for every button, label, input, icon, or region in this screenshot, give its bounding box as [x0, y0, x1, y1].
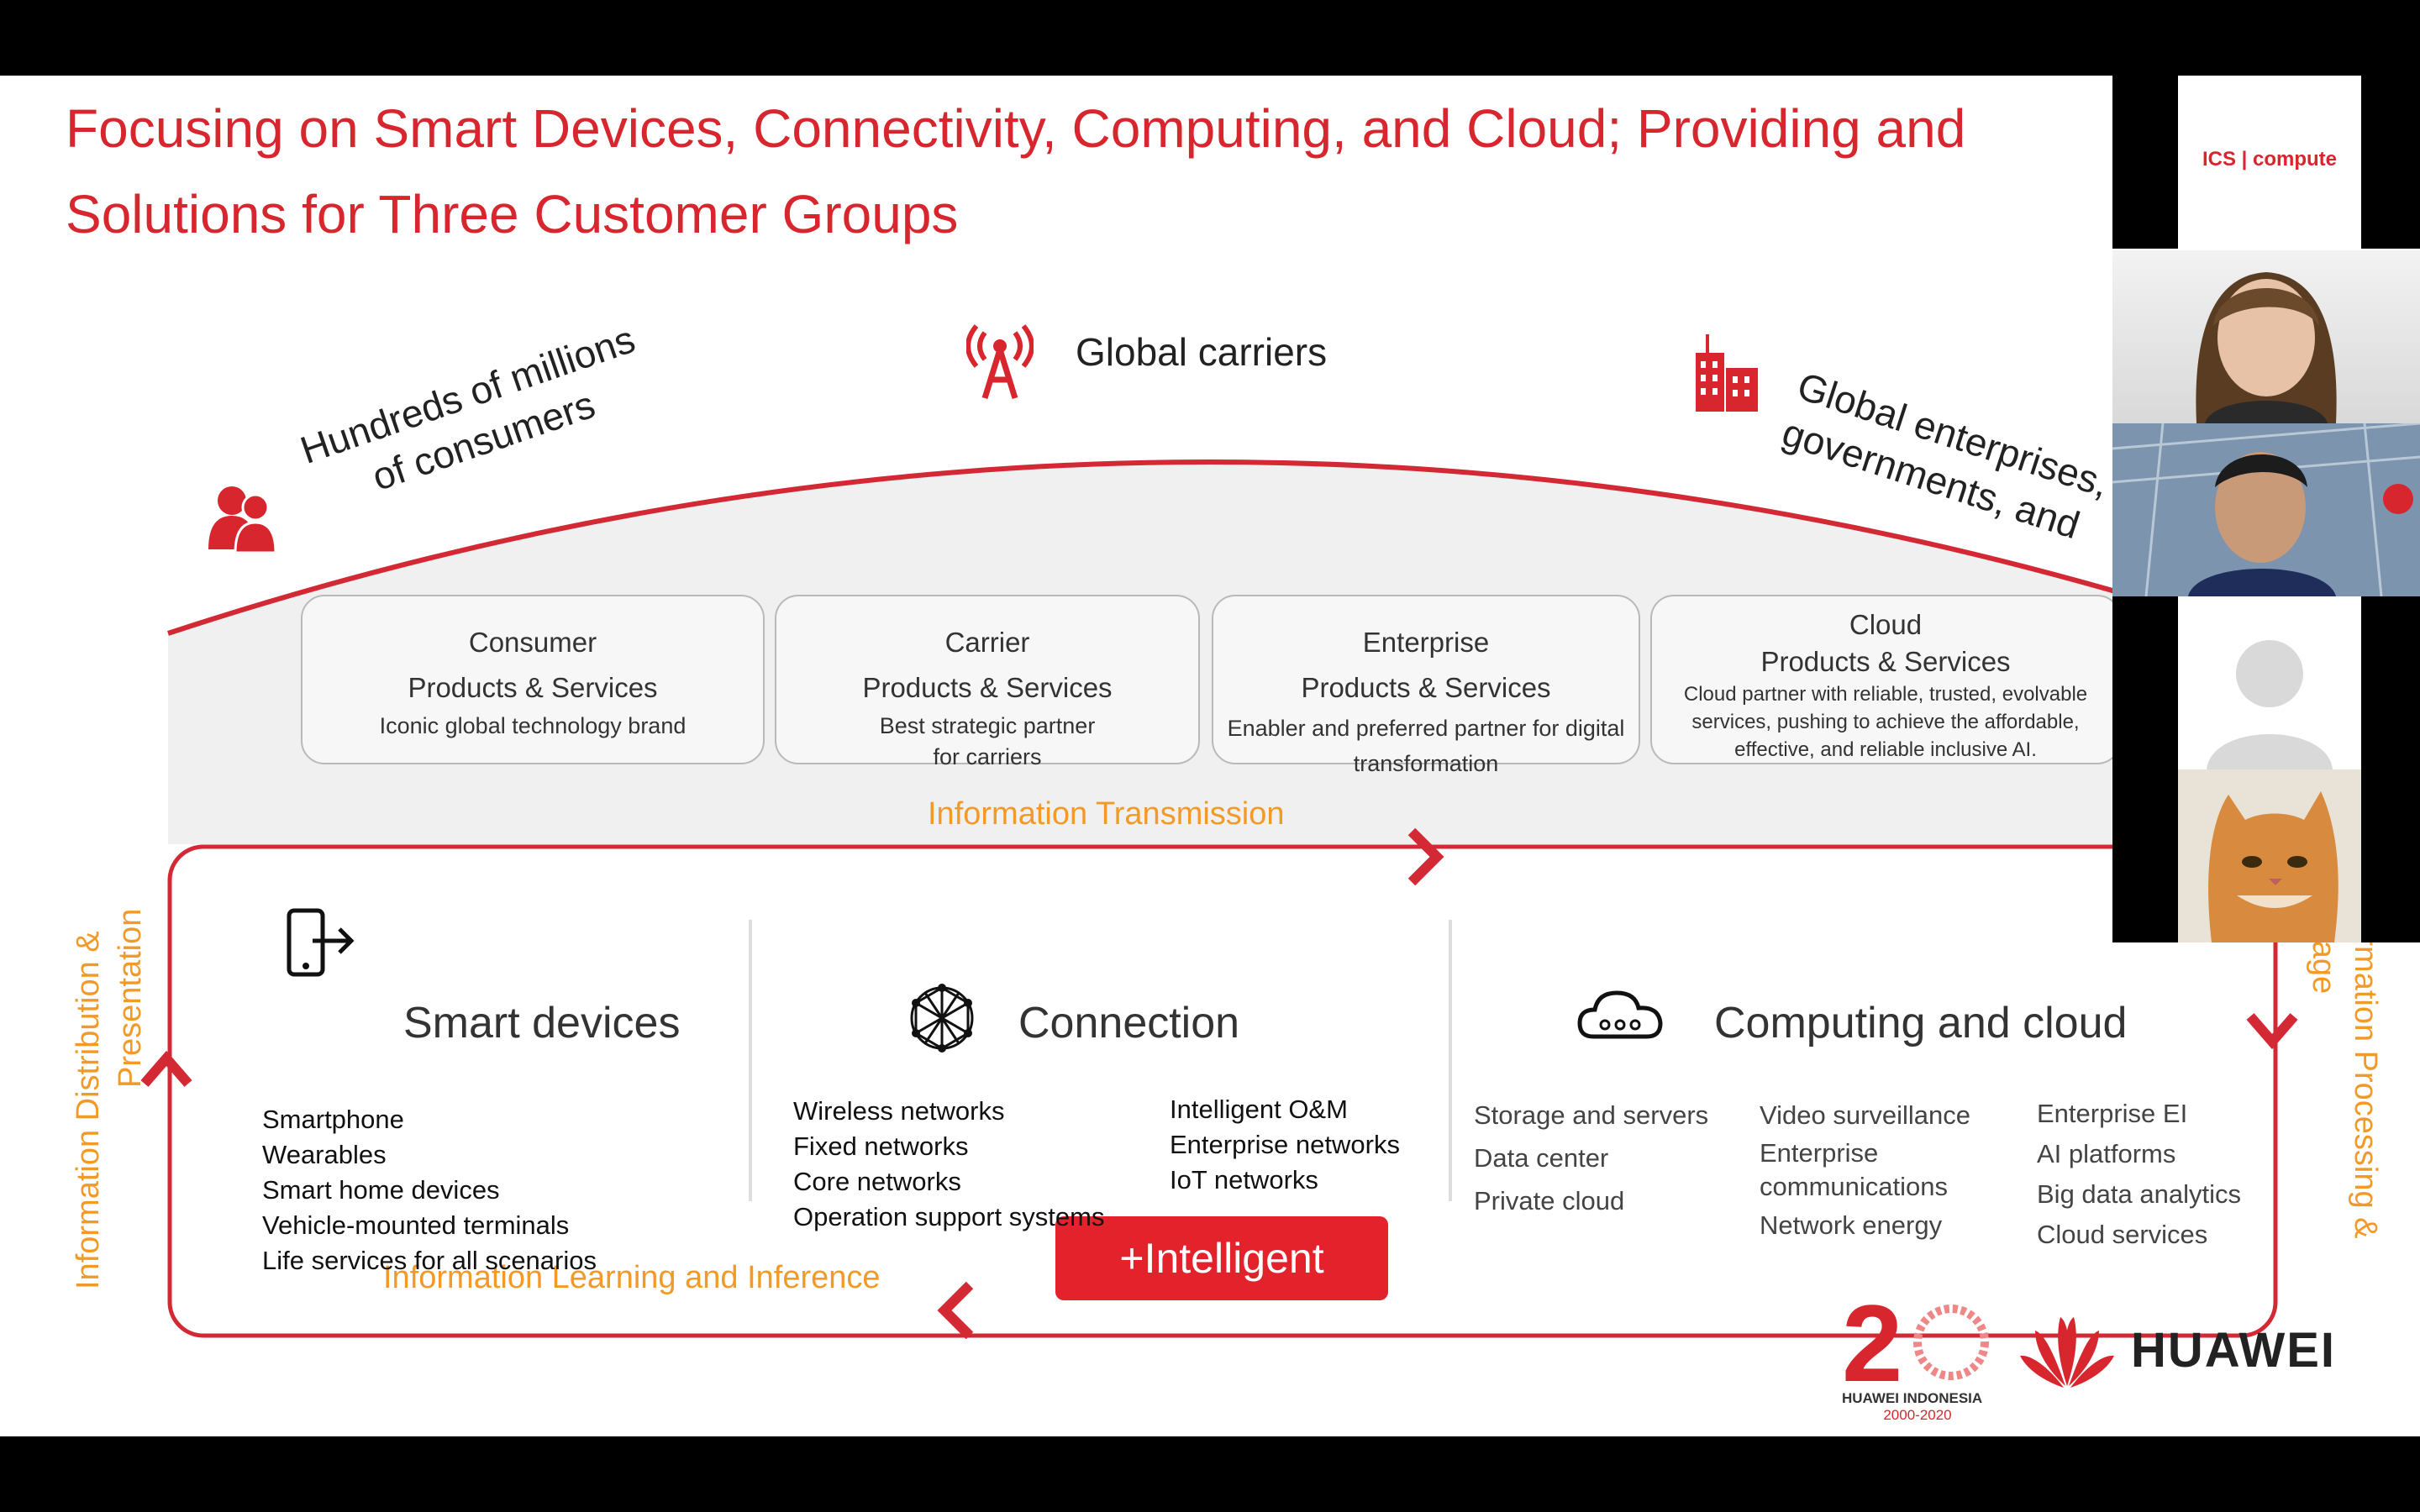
huawei-petal-logo-icon — [2020, 1317, 2114, 1388]
computing-list-col2: Video surveillance Enterprise communicat… — [1760, 1094, 2003, 1247]
list-item: Big data analytics — [2037, 1179, 2241, 1209]
card-title: Enterprise — [1362, 627, 1490, 658]
participant-video — [2196, 272, 2337, 423]
label-information-distribution: Information Distribution & Presentation — [67, 909, 151, 1289]
list-item: Smartphone — [262, 1105, 404, 1134]
list-item: Network energy — [1760, 1210, 1943, 1240]
list-item: Enterprise networks — [1170, 1130, 1400, 1159]
anniversary-logo: 2 HUAWEI INDONESIA 2000-2020 — [1842, 1282, 1998, 1423]
audience-carriers: Global carriers — [1076, 330, 1328, 374]
ics-logo-card: ICS | compute — [2178, 76, 2361, 249]
arrow-down-icon — [2246, 1013, 2298, 1050]
card-cloud: Cloud Products & Services Cloud partner … — [1650, 595, 2121, 764]
list-item: Storage and servers — [1474, 1100, 1709, 1130]
list-item: Wireless networks — [793, 1096, 1005, 1126]
list-item: Smart home devices — [262, 1175, 500, 1205]
card-subtitle: Products & Services — [1760, 646, 2011, 677]
participant-tile-man[interactable] — [2112, 423, 2420, 596]
huawei-brand-text: HUAWEI — [2131, 1323, 2336, 1378]
distribution-line1: Information Distribution & — [71, 931, 106, 1289]
arrow-left-icon — [937, 1281, 974, 1340]
card-subtitle: Products & Services — [1301, 672, 1551, 703]
label-information-learning: Information Learning and Inference — [383, 1260, 881, 1295]
connection-list-col2: Intelligent O&M Enterprise networks IoT … — [1170, 1092, 1400, 1198]
participant-tile-cat[interactable] — [2112, 769, 2420, 942]
card-enterprise: Enterprise Products & Services Enabler a… — [1212, 595, 1640, 776]
card-title: Cloud — [1849, 609, 1923, 640]
list-item: IoT networks — [1170, 1165, 1318, 1194]
list-item: Operation support systems — [793, 1202, 1105, 1231]
anniversary-years: 2000-2020 — [1883, 1407, 1952, 1423]
section-computing-title: Computing and cloud — [1714, 999, 2128, 1047]
list-item: Fixed networks — [793, 1131, 969, 1161]
avatar-card — [2178, 596, 2361, 769]
smartphone-icon — [287, 908, 355, 977]
tower-icon — [966, 324, 1034, 400]
anniversary-text: HUAWEI INDONESIA — [1842, 1390, 1983, 1406]
card-subtitle: Products & Services — [862, 672, 1113, 703]
card-description: Enabler and preferred partner for digita… — [1227, 716, 1625, 776]
section-smart-devices-title: Smart devices — [403, 999, 681, 1047]
network-globe-icon — [910, 984, 974, 1053]
arrow-right-icon — [1407, 827, 1444, 886]
list-item: AI platforms — [2037, 1139, 2176, 1168]
svg-text:2: 2 — [1842, 1294, 1902, 1386]
card-subtitle: Products & Services — [408, 672, 658, 703]
smart-devices-list: Smartphone Wearables Smart home devices … — [262, 1102, 597, 1278]
distribution-line2: Presentation — [113, 908, 148, 1088]
list-item: Video surveillance — [1760, 1100, 1971, 1130]
card-description: Best strategic partner for carriers — [879, 713, 1096, 769]
anniversary-20-icon: 2 — [1842, 1282, 1989, 1404]
participant-video — [2112, 423, 2420, 596]
card-consumer: Consumer Products & Services Iconic glob… — [301, 595, 765, 764]
list-item: Cloud services — [2037, 1220, 2208, 1249]
presentation-slide: Focusing on Smart Devices, Connectivity,… — [0, 76, 2420, 1436]
card-title: Consumer — [468, 627, 597, 658]
list-item: Enterprise EI — [2037, 1099, 2188, 1128]
cloud-icon — [1577, 990, 1663, 1039]
card-title: Carrier — [944, 627, 1030, 658]
list-item: Core networks — [793, 1167, 961, 1196]
list-item: Intelligent O&M — [1170, 1095, 1348, 1124]
card-description: Iconic global technology brand — [379, 713, 687, 738]
section-connection-title: Connection — [1018, 999, 1240, 1047]
ics-compute-logo: ICS | compute — [2202, 148, 2338, 171]
computing-list-col3: Enterprise EI AI platforms Big data anal… — [2037, 1094, 2241, 1255]
list-item: Wearables — [262, 1140, 387, 1169]
cat-photo — [2208, 791, 2338, 942]
list-item: Data center — [1474, 1143, 1609, 1173]
participant-tile-woman[interactable] — [2112, 250, 2420, 423]
list-item: Enterprise communications — [1760, 1138, 1948, 1201]
buildings-icon — [1696, 334, 1758, 412]
slide-title: Focusing on Smart Devices, Connectivity,… — [66, 98, 1966, 244]
card-carrier: Carrier Products & Services Best strateg… — [775, 595, 1200, 769]
participant-tile-avatar[interactable] — [2112, 596, 2420, 769]
list-item: Vehicle-mounted terminals — [262, 1210, 570, 1240]
consumers-icon — [208, 486, 277, 554]
list-item: Private cloud — [1474, 1186, 1625, 1215]
avatar-placeholder-icon — [2207, 640, 2333, 769]
arrow-up-icon — [140, 1050, 192, 1087]
list-item: Life services for all scenarios — [262, 1246, 597, 1275]
intelligent-badge: +Intelligent — [1055, 1216, 1388, 1300]
label-information-transmission: Information Transmission — [928, 796, 1285, 832]
cat-video-card — [2178, 769, 2361, 942]
computing-list-col1: Storage and servers Data center Private … — [1474, 1094, 1708, 1222]
connection-list-col1: Wireless networks Fixed networks Core ne… — [793, 1094, 1104, 1235]
participant-tile-ics[interactable]: ICS | compute — [2112, 76, 2420, 249]
card-description: Cloud partner with reliable, trusted, ev… — [1683, 683, 2088, 761]
